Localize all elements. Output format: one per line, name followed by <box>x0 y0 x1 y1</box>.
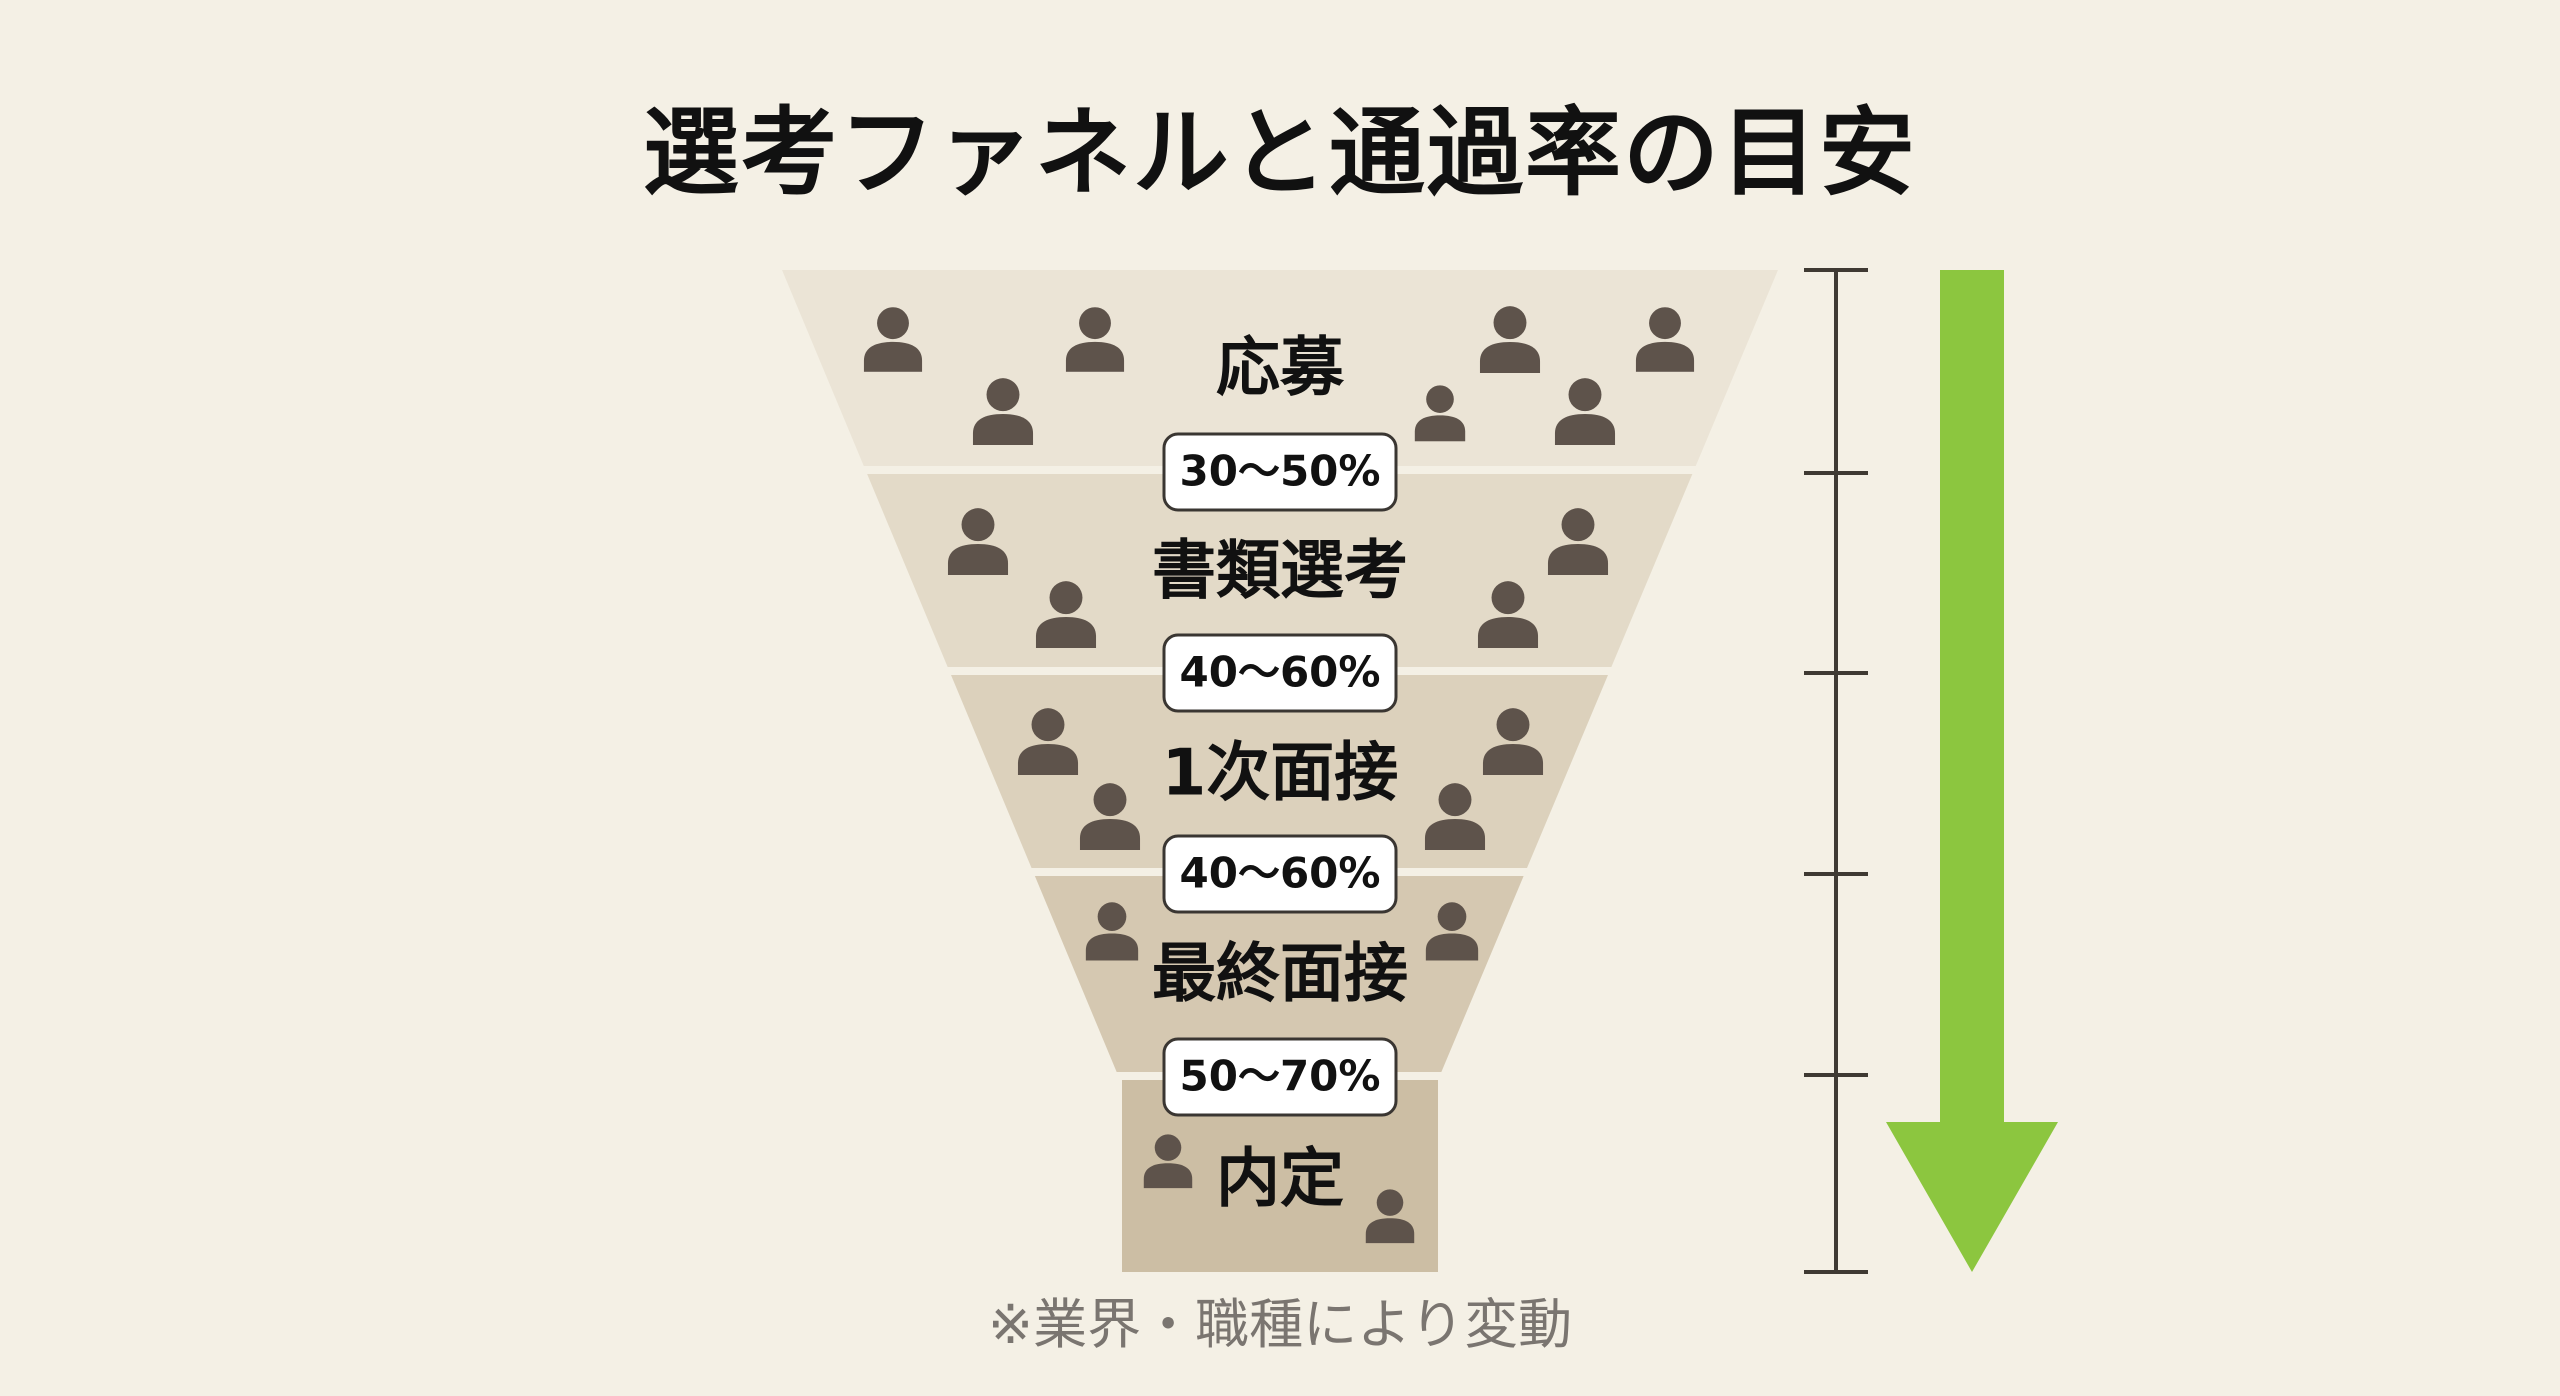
stage-label-2: 書類選考 <box>1152 535 1408 609</box>
rate-badge-frame <box>1162 633 1398 713</box>
stage-label-3: 1次面接 <box>1162 737 1399 811</box>
rate-badge-frame <box>1162 432 1398 512</box>
down-arrow-shape <box>1886 270 2058 1272</box>
rate-text: 40〜60% <box>1180 648 1381 697</box>
stage-label-5: 内定 <box>1216 1143 1344 1217</box>
stage-label-4: 最終面接 <box>1152 938 1408 1012</box>
funnel-stage-1 <box>782 270 1778 466</box>
rate-badge-frame <box>1162 1037 1398 1117</box>
stage-scale <box>1804 268 1868 1274</box>
rate-badge-2: 40〜60% <box>1162 633 1398 713</box>
rate-badge-3: 40〜60% <box>1162 834 1398 914</box>
footnote: ※業界・職種により変動 <box>987 1293 1573 1356</box>
rate-text: 30〜50% <box>1180 447 1381 496</box>
rate-badge-1: 30〜50% <box>1162 432 1398 512</box>
rate-badge-frame <box>1162 834 1398 914</box>
down-arrow-icon <box>1886 270 2058 1272</box>
rate-text: 40〜60% <box>1180 849 1381 898</box>
rate-badges: 30〜50% 40〜60% 40〜60% 50〜70% <box>1162 432 1398 1117</box>
rate-badge-4: 50〜70% <box>1162 1037 1398 1117</box>
funnel-stage-4 <box>1034 876 1524 1072</box>
stage-label-1: 応募 <box>1216 332 1345 406</box>
page-title: 選考ファネルと通過率の目安 <box>643 97 1917 209</box>
rate-text: 50〜70% <box>1180 1052 1381 1101</box>
